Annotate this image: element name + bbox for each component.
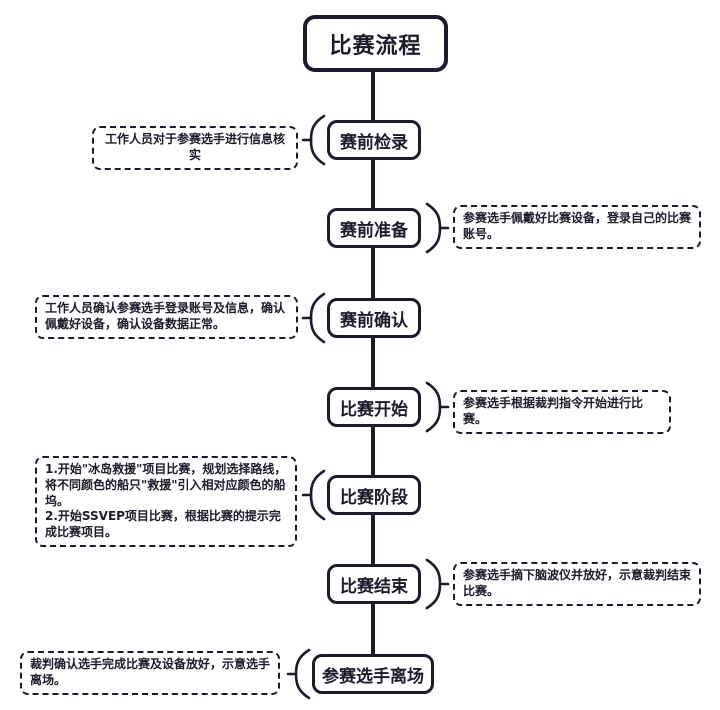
right-bracket-icon bbox=[425, 381, 450, 433]
left-bracket-icon bbox=[286, 648, 311, 700]
annotation-box-6: 参赛选手摘下脑波仪并放好，示意裁判结束比赛。 bbox=[453, 562, 701, 606]
annotation-text: 裁判确认选手完成比赛及设备放好，示意选手离场。 bbox=[30, 657, 271, 687]
flow-spine-line bbox=[371, 70, 375, 676]
annotation-text: 参赛选手根据裁判指令开始进行比赛。 bbox=[463, 396, 644, 426]
right-bracket-icon bbox=[425, 202, 450, 254]
flow-step-box-7: 参赛选手离场 bbox=[312, 654, 434, 694]
flow-title: 比赛流程 bbox=[303, 15, 448, 72]
annotation-box-2: 参赛选手佩戴好比赛设备，登录自己的比赛账号。 bbox=[453, 205, 701, 249]
flow-step-box-1: 赛前检录 bbox=[327, 120, 421, 160]
annotation-text: 工作人员对于参赛选手进行信息核实 bbox=[104, 132, 285, 162]
left-bracket-icon bbox=[301, 114, 326, 166]
annotation-box-4: 参赛选手根据裁判指令开始进行比赛。 bbox=[453, 390, 671, 434]
flow-step-box-3: 赛前确认 bbox=[327, 298, 421, 338]
flow-step-box-2: 赛前准备 bbox=[327, 208, 421, 248]
right-bracket-icon bbox=[425, 558, 450, 610]
annotation-box-7: 裁判确认选手完成比赛及设备放好，示意选手离场。 bbox=[20, 651, 280, 695]
left-bracket-icon bbox=[301, 469, 326, 521]
annotation-text: 参赛选手摘下脑波仪并放好，示意裁判结束比赛。 bbox=[463, 568, 692, 598]
flow-step-box-5: 比赛阶段 bbox=[327, 475, 421, 515]
annotation-text: 工作人员确认参赛选手登录账号及信息，确认佩戴好设备，确认设备数据正常。 bbox=[45, 301, 286, 331]
annotation-text: 参赛选手佩戴好比赛设备，登录自己的比赛账号。 bbox=[463, 211, 692, 241]
step-label: 赛前准备 bbox=[340, 220, 408, 241]
annotation-box-1: 工作人员对于参赛选手进行信息核实 bbox=[92, 126, 298, 170]
step-label: 比赛结束 bbox=[340, 576, 408, 597]
annotation-text-item-1: 1.开始"冰岛救援"项目比赛，规划选择路线，将不同颜色的船只"救援"引入相对应颜… bbox=[45, 462, 287, 508]
step-label: 赛前检录 bbox=[340, 132, 408, 153]
flow-step-box-4: 比赛开始 bbox=[327, 387, 421, 427]
annotation-text-item-2: 2.开始SSVEP项目比赛，根据比赛的提示完成比赛项目。 bbox=[45, 509, 281, 540]
annotation-box-5: 1.开始"冰岛救援"项目比赛，规划选择路线，将不同颜色的船只"救援"引入相对应颜… bbox=[35, 456, 297, 548]
step-label: 比赛阶段 bbox=[340, 487, 408, 508]
step-label: 参赛选手离场 bbox=[322, 666, 424, 687]
step-label: 比赛开始 bbox=[340, 399, 408, 420]
annotation-box-3: 工作人员确认参赛选手登录账号及信息，确认佩戴好设备，确认设备数据正常。 bbox=[35, 295, 298, 339]
flow-step-box-6: 比赛结束 bbox=[327, 564, 421, 604]
left-bracket-icon bbox=[301, 292, 326, 344]
step-label: 赛前确认 bbox=[340, 310, 408, 331]
